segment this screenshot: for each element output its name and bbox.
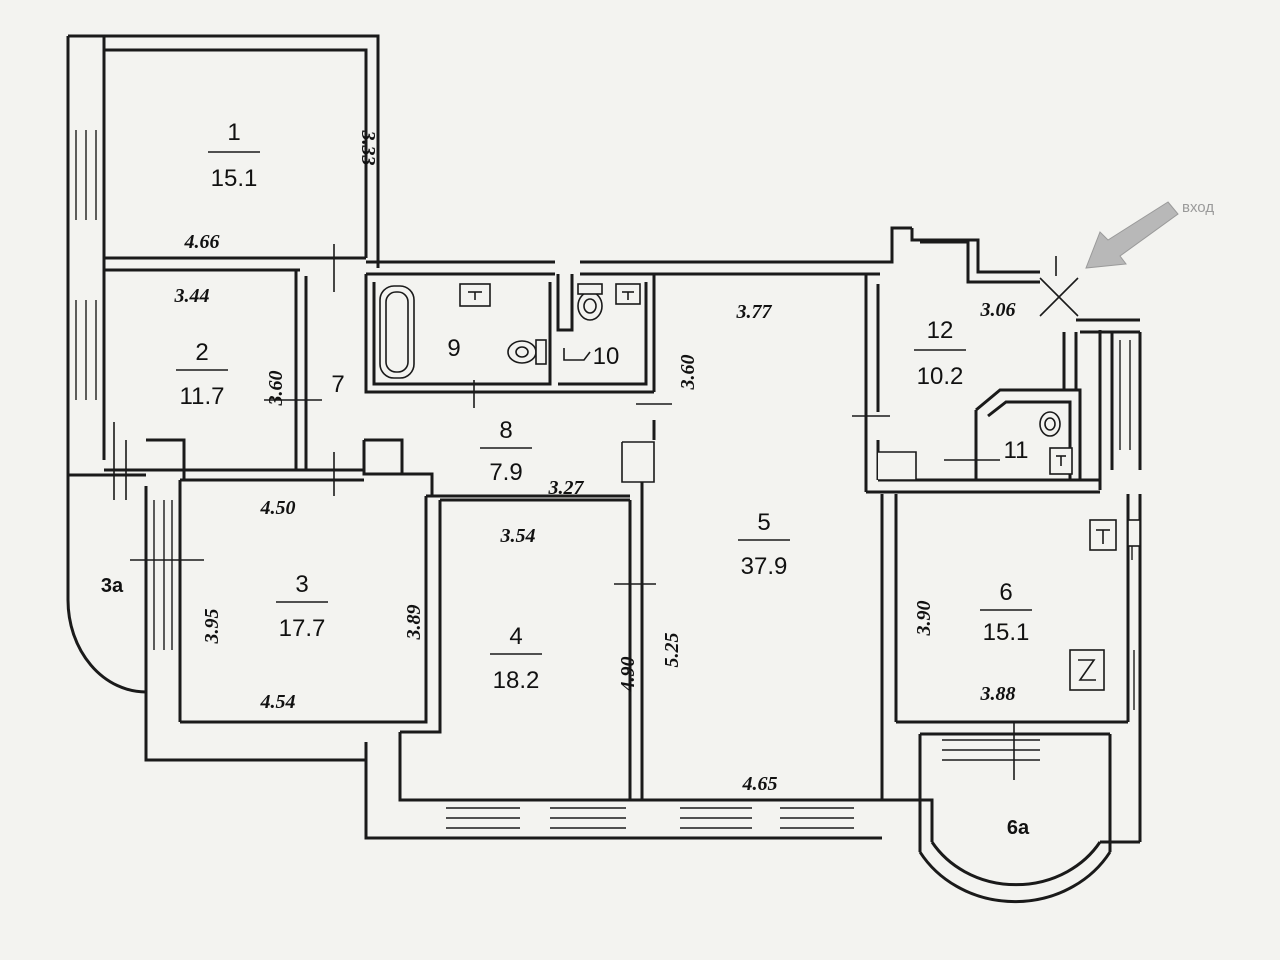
entrance-label: вход (1182, 199, 1214, 216)
window-room-3 (153, 500, 173, 650)
dimension-label: 4.65 (742, 773, 778, 795)
dimension-label: 3.77 (736, 301, 773, 323)
door-marks (113, 244, 1079, 780)
entrance-arrow-icon (1085, 201, 1179, 269)
room-labels: 1 15.1 2 11.7 3 17.7 4 18.2 5 37.9 6 15.… (101, 119, 1032, 839)
dimension-label: 5.25 (661, 633, 683, 668)
room-number: 7 (331, 371, 344, 398)
room-area: 11.7 (180, 383, 225, 410)
balcony-3a: 3a (101, 575, 124, 597)
room-number: 12 (927, 317, 954, 344)
room-7: 7 (331, 371, 344, 398)
window-left-2 (75, 300, 97, 400)
room-area: 15.1 (211, 165, 258, 192)
fixtures (379, 283, 1141, 691)
toilet-icon (577, 283, 603, 321)
room-number: 1 (227, 119, 240, 146)
room-number: 3 (295, 571, 308, 598)
room-6: 6 15.1 (980, 579, 1032, 646)
room-1-walls (68, 34, 380, 268)
balcony-label: 3a (101, 575, 124, 597)
bathtub-icon (379, 285, 415, 379)
dimension-label: 3.89 (403, 605, 425, 641)
dimension-label: 3.90 (913, 601, 935, 637)
room-2: 2 11.7 (176, 339, 228, 410)
room-number: 10 (593, 343, 620, 370)
room-10: 10 (593, 343, 620, 370)
room-number: 9 (447, 335, 460, 362)
dimension-label: 4.90 (617, 657, 639, 693)
room-5: 5 37.9 (738, 509, 790, 580)
dimension-label: 3.95 (201, 609, 223, 645)
window-left-1 (75, 130, 97, 220)
room-1: 1 15.1 (208, 119, 260, 192)
room-number: 8 (499, 417, 512, 444)
dimension-label: 3.44 (174, 285, 210, 307)
room-area: 18.2 (493, 667, 540, 694)
room-area: 17.7 (279, 615, 326, 642)
dimension-label: 3.60 (677, 355, 699, 391)
toilet-icon (1039, 411, 1061, 437)
room-11: 11 (1004, 437, 1029, 464)
room-12: 12 10.2 (914, 317, 966, 390)
dimension-label: 3.06 (980, 299, 1016, 321)
room-area: 37.9 (741, 553, 788, 580)
room-area: 15.1 (983, 619, 1030, 646)
sink-icon (1089, 519, 1117, 551)
room-number: 5 (757, 509, 770, 536)
room-number: 4 (509, 623, 522, 650)
windows (75, 130, 1135, 829)
room-4: 4 18.2 (490, 623, 542, 694)
dimensions: 3.33 4.66 3.44 3.60 3.77 3.60 3.06 4.50 … (174, 130, 1016, 796)
entrance-marker: вход (1085, 199, 1214, 269)
room-3: 3 17.7 (276, 571, 328, 642)
room-number: 6 (999, 579, 1012, 606)
walls (66, 34, 1142, 904)
room-area: 10.2 (917, 363, 964, 390)
balcony-label: 6a (1007, 817, 1030, 839)
dimension-label: 3.27 (548, 477, 585, 499)
dimension-label: 3.60 (265, 371, 287, 407)
dimension-label: 3.33 (357, 130, 379, 166)
dimension-label: 4.66 (184, 231, 220, 253)
dimension-label: 4.50 (260, 497, 296, 519)
balcony-6a: 6a (1007, 817, 1030, 839)
dimension-label: 3.88 (980, 683, 1016, 705)
room-9: 9 (447, 335, 460, 362)
window-room-6 (942, 739, 1040, 761)
room-area: 7.9 (489, 459, 522, 486)
dimension-label: 4.54 (260, 691, 296, 713)
room-8: 8 7.9 (480, 417, 532, 486)
room-number: 11 (1004, 437, 1029, 464)
dimension-label: 3.54 (500, 525, 536, 547)
window-bottom (446, 807, 854, 829)
room-number: 2 (195, 339, 208, 366)
toilet-icon (507, 339, 547, 365)
